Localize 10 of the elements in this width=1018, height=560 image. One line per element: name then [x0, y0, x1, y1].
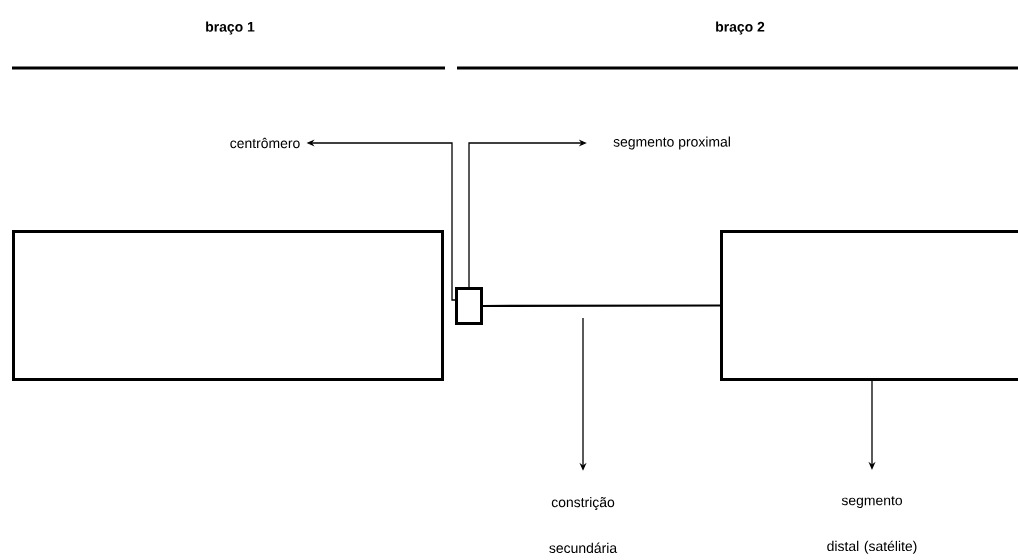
- chromosome-segment: [455, 287, 483, 325]
- label-text: segmento distal (satélite): [827, 496, 917, 554]
- arm-label: braço 2: [716, 21, 765, 35]
- chromosome-segment: [12, 230, 444, 381]
- label-text: segmento proximal: [613, 136, 730, 150]
- label-text: constrição secundária: [549, 496, 618, 554]
- chromosome-segment: [720, 230, 1018, 381]
- label-text: centrômero: [230, 137, 300, 149]
- arm-label: braço 1: [206, 21, 255, 35]
- connecting-line: [483, 304, 720, 308]
